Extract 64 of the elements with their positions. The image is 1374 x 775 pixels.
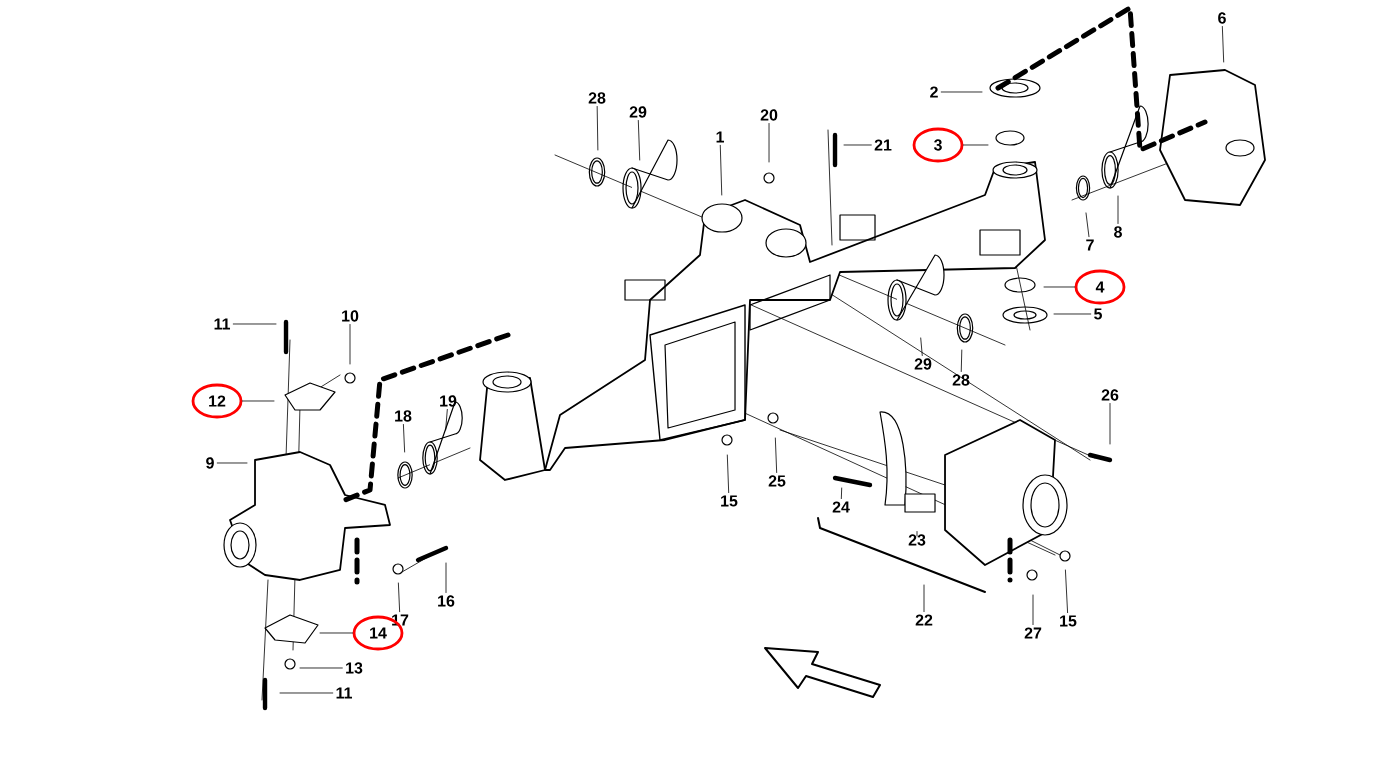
callout-number: 6 [1218, 12, 1226, 24]
leader-line [1085, 212, 1090, 238]
callout-number: 24 [832, 501, 850, 513]
circled-callout-number: 4 [1074, 269, 1126, 305]
leader-line [445, 562, 447, 593]
callout-number: 28 [952, 374, 970, 386]
callout-number: 11 [336, 687, 352, 699]
callout-number: 10 [342, 310, 359, 322]
leader-line [726, 454, 730, 493]
leader-line [445, 409, 448, 431]
callout-number: 29 [914, 358, 932, 370]
callout-number: 23 [908, 534, 926, 546]
circled-callout-number: 12 [191, 383, 243, 419]
leader-line [403, 424, 406, 453]
circled-callout-number: 3 [912, 127, 964, 163]
callout-number: 15 [1060, 615, 1077, 627]
leader-line [960, 349, 963, 372]
leader-line [719, 144, 723, 196]
callout-number: 22 [915, 614, 933, 626]
callout-number: 9 [206, 457, 214, 469]
callout-number: 25 [768, 475, 786, 487]
leader-line [216, 462, 248, 464]
leader-line [916, 531, 918, 537]
callout-number: 8 [1114, 226, 1122, 238]
leader-line [232, 323, 277, 325]
callout-number: 1 [716, 131, 724, 143]
leader-line [319, 632, 353, 634]
callout-number: 27 [1024, 627, 1042, 639]
callout-number: 26 [1101, 389, 1119, 401]
callout-number: 11 [214, 318, 230, 330]
leader-line [940, 91, 983, 93]
leader-line [840, 487, 843, 499]
leader-line [768, 123, 770, 163]
callout-number: 20 [760, 109, 778, 121]
leader-line [923, 584, 925, 612]
callout-number: 2 [930, 86, 938, 98]
leader-line [774, 437, 778, 473]
leader-line [963, 144, 989, 146]
leader-line [1117, 195, 1119, 224]
leader-line [1032, 594, 1034, 625]
callout-number: 5 [1094, 308, 1102, 320]
leader-line [920, 337, 923, 356]
leader-line [397, 582, 401, 613]
leader-line [1109, 403, 1111, 445]
leader-line [1221, 26, 1225, 63]
leader-line [299, 667, 343, 669]
callout-number: 21 [874, 139, 892, 151]
leader-line [279, 692, 334, 694]
leader-line [843, 144, 872, 146]
callout-number: 15 [721, 495, 738, 507]
callout-number: 19 [440, 395, 457, 407]
leader-line [1043, 286, 1075, 288]
callout-number: 13 [346, 662, 363, 674]
leader-line [1065, 569, 1068, 613]
callout-number: 29 [629, 106, 647, 118]
callout-number: 28 [588, 92, 606, 104]
callout-number: 18 [395, 410, 412, 422]
callout-number: 7 [1086, 239, 1094, 251]
callout-number: 16 [438, 595, 455, 607]
leader-line [242, 400, 275, 402]
leader-line [637, 120, 641, 161]
leader-line [1053, 313, 1092, 315]
leader-line [349, 324, 351, 365]
leader-line [596, 106, 599, 151]
